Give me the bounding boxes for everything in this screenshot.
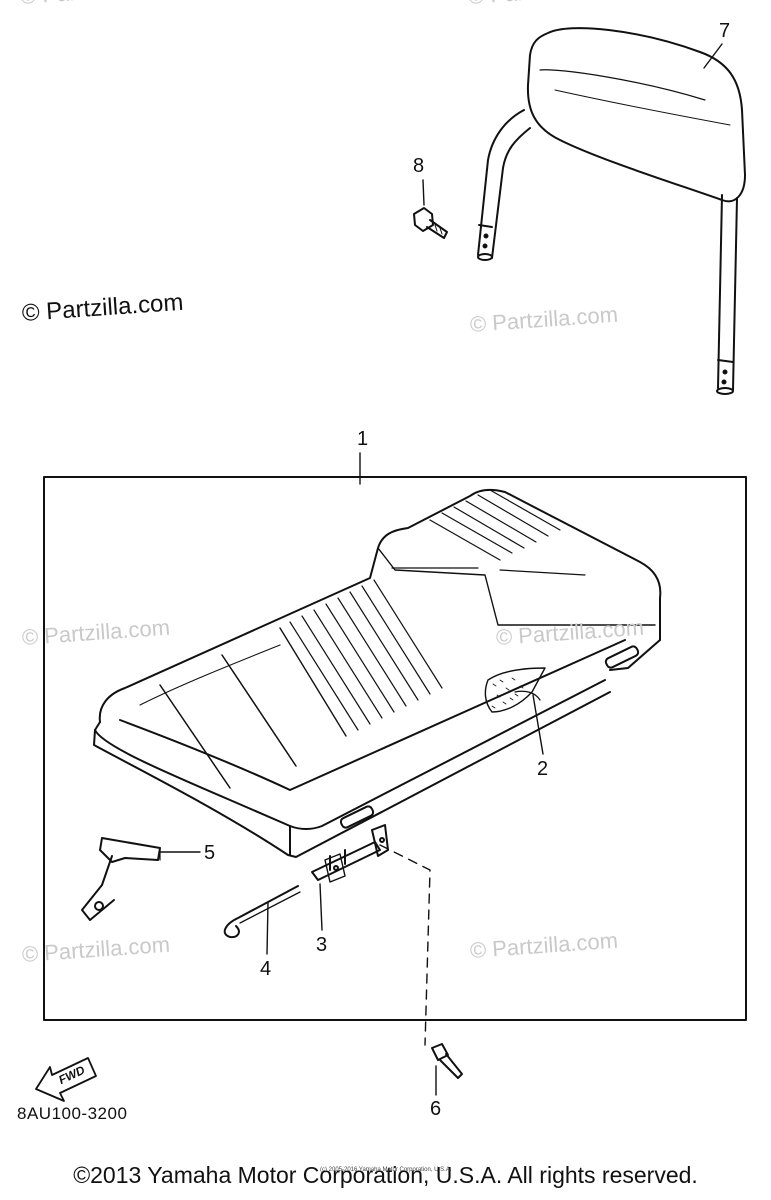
callout-6: 6 [430, 1098, 442, 1120]
callout-7: 7 [719, 20, 731, 42]
bolt-part [413, 179, 448, 239]
callout-2: 2 [537, 758, 549, 780]
rod-part [223, 885, 301, 955]
diagram-code: 8AU100-3200 [17, 1104, 128, 1123]
backrest-part [477, 27, 746, 395]
callout-3: 3 [316, 934, 328, 956]
footer-tiny-copyright: (c) 2005-2016 Yamaha Motor Corporation, … [320, 1167, 452, 1173]
callout-5: 5 [204, 842, 216, 864]
callout-1: 1 [357, 428, 369, 450]
footer-copyright: ©2013 Yamaha Motor Corporation, U.S.A. A… [73, 1162, 698, 1188]
assembly-frame [43, 476, 747, 1021]
latch-part [311, 824, 389, 931]
fwd-arrow-icon [35, 1057, 97, 1102]
bracket-part [81, 837, 201, 921]
rivet-part [379, 844, 463, 1096]
seat-part [93, 488, 662, 858]
callout-4: 4 [260, 958, 272, 980]
callout-8: 8 [413, 155, 425, 177]
